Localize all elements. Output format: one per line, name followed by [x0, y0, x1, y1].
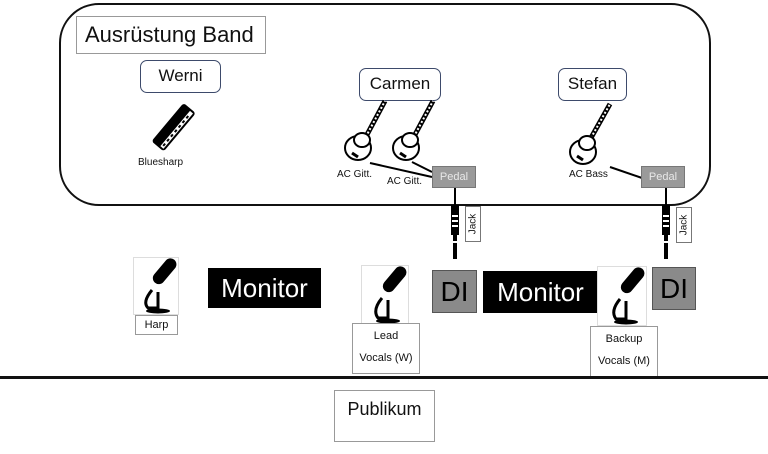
band-equipment-title: Ausrüstung Band	[76, 16, 266, 54]
mic-label-line-2: Vocals (W)	[359, 352, 413, 364]
acoustic-guitar-icon	[392, 99, 436, 161]
pedal-stefan: Pedal	[641, 166, 685, 188]
jack-plug-icon	[662, 205, 670, 259]
mic-label-backup-vocals: Backup Vocals (M)	[590, 326, 658, 377]
jack-plug-icon	[451, 205, 459, 259]
microphone-lead-vocals	[361, 265, 409, 325]
instrument-label-bluesharp: Bluesharp	[138, 157, 184, 168]
mic-label-line-1: Lead	[373, 330, 399, 342]
jack-label-1: Jack	[465, 206, 481, 242]
band-equipment-frame	[59, 3, 711, 206]
mic-label-line-2: Vocals (M)	[598, 355, 650, 367]
microphone-icon	[374, 266, 407, 324]
mic-label-lead-vocals: Lead Vocals (W)	[352, 323, 420, 374]
di-box-1: DI	[432, 270, 477, 313]
jack-label-2: Jack	[676, 207, 692, 243]
member-carmen: Carmen	[359, 68, 441, 101]
microphone-backup-vocals	[597, 266, 647, 326]
audience-box: Publikum	[334, 390, 435, 442]
harmonica-icon	[152, 104, 195, 151]
di-box-2: DI	[652, 267, 696, 310]
instrument-label-ac-gitt-1: AC Gitt.	[337, 169, 373, 180]
stage-edge-line	[0, 376, 768, 379]
instrument-label-ac-bass: AC Bass	[569, 169, 608, 180]
acoustic-bass-icon	[569, 102, 613, 165]
mic-label-harp: Harp	[135, 315, 178, 335]
pedal-carmen: Pedal	[432, 166, 476, 188]
acoustic-guitar-icon	[344, 99, 388, 161]
monitor-1: Monitor	[208, 268, 321, 308]
member-werni: Werni	[140, 60, 221, 93]
member-stefan: Stefan	[558, 68, 627, 101]
mic-label-line-1: Backup	[605, 333, 643, 345]
microphone-icon	[612, 267, 645, 325]
microphone-harp	[133, 257, 179, 315]
instrument-label-ac-gitt-2: AC Gitt.	[387, 176, 423, 187]
monitor-2: Monitor	[483, 271, 598, 313]
microphone-icon	[144, 258, 177, 314]
